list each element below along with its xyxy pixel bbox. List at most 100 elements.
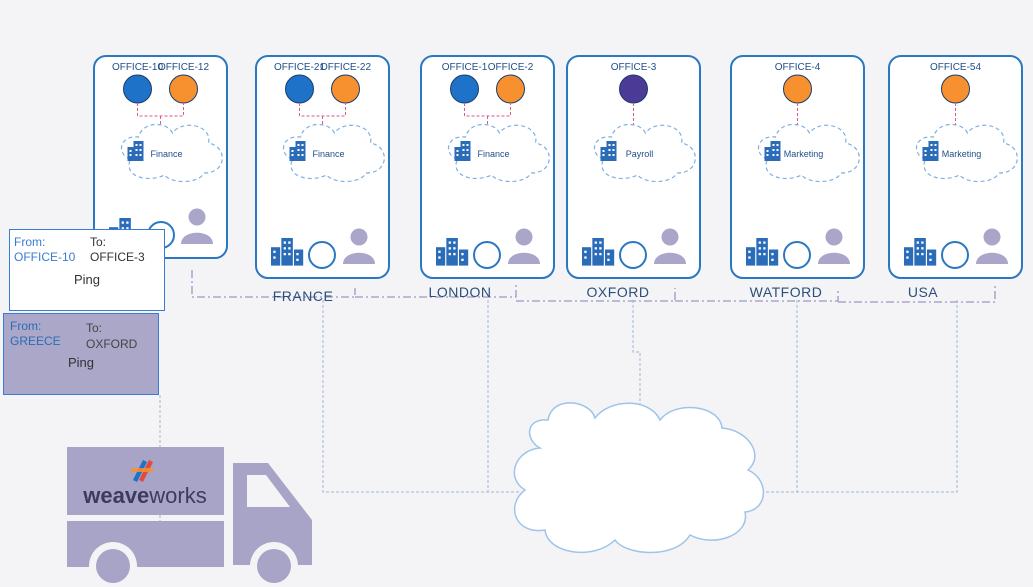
host-link-2 <box>322 300 520 493</box>
pod-name-label: OFFICE-2 <box>488 62 534 73</box>
service-cloud <box>758 123 860 183</box>
service-cloud <box>594 123 696 183</box>
outer-payload: Ping <box>68 355 95 370</box>
pod-name-label: OFFICE-54 <box>930 62 982 73</box>
pod-name-label: OFFICE-3 <box>611 62 657 73</box>
service-building-icon <box>922 141 939 161</box>
inner-packet-card: From: OFFICE-10 To: OFFICE-3 Ping <box>9 229 165 311</box>
host-link-5 <box>765 300 798 493</box>
host-link-4 <box>632 300 641 420</box>
pod-name-label: OFFICE-22 <box>320 62 372 73</box>
pod-blue-icon <box>285 74 314 104</box>
service-building-icon <box>127 141 144 161</box>
pod-blue-icon <box>123 74 152 104</box>
inner-to-label: To: <box>90 235 107 249</box>
host-box <box>255 55 390 279</box>
service-cloud <box>916 123 1018 183</box>
host-user-icon <box>976 228 1008 264</box>
truck-wheel-front <box>257 549 291 583</box>
outer-to-label: To: <box>86 321 103 335</box>
host-building-icon <box>904 238 937 266</box>
host-building-icon <box>271 238 304 266</box>
host-user-icon <box>818 228 850 264</box>
inner-to-value: OFFICE-3 <box>90 250 145 264</box>
pod-orange-icon <box>783 74 812 104</box>
weave-link-2-3 <box>355 285 517 298</box>
inner-payload: Ping <box>74 272 101 287</box>
weave-link-5-6 <box>838 285 996 303</box>
service-building-icon <box>764 141 781 161</box>
service-building-icon <box>600 141 617 161</box>
host-box <box>420 55 555 279</box>
outer-from-value: GREECE <box>10 334 61 348</box>
pod-connector <box>137 103 184 125</box>
host-user-icon <box>343 228 375 264</box>
pod-orange-icon <box>169 74 198 104</box>
host-location-label: OXFORD <box>587 284 650 300</box>
pod-blue-icon <box>450 74 479 104</box>
weave-link-4-5 <box>675 288 839 302</box>
service-label: Finance <box>312 149 344 159</box>
service-label: Marketing <box>784 149 824 159</box>
pod-orange-icon <box>941 74 970 104</box>
weave-router-icon <box>473 241 501 269</box>
pod-orange-icon <box>496 74 525 104</box>
weave-link-1-2 <box>191 270 356 298</box>
pod-orange-icon <box>331 74 360 104</box>
outer-to-value: OXFORD <box>86 337 138 351</box>
host-box <box>888 55 1023 279</box>
host-user-icon <box>508 228 540 264</box>
outer-from-label: From: <box>10 319 42 333</box>
service-label: Payroll <box>626 149 654 159</box>
pod-name-label: OFFICE-10 <box>112 62 164 73</box>
pod-name-label: OFFICE-4 <box>775 62 821 73</box>
pod-name-label: OFFICE-1 <box>442 62 488 73</box>
host-building-icon <box>746 238 779 266</box>
inner-from-label: From: <box>14 235 46 249</box>
weave-router-icon <box>783 241 811 269</box>
host-user-icon <box>654 228 686 264</box>
host-user-icon <box>181 208 213 244</box>
weaveworks-logo-icon <box>131 460 153 482</box>
host-location-label: WATFORD <box>750 284 823 300</box>
truck-cargo-top <box>67 447 224 515</box>
service-cloud <box>283 123 385 183</box>
internet-cloud <box>513 402 765 554</box>
weave-link-3-4 <box>516 288 676 302</box>
pod-name-label: OFFICE-12 <box>158 62 210 73</box>
pod-purple-icon <box>619 74 648 104</box>
host-building-icon <box>582 238 615 266</box>
service-building-icon <box>454 141 471 161</box>
service-cloud <box>121 123 223 183</box>
service-cloud <box>448 123 550 183</box>
inner-from-value: OFFICE-10 <box>14 250 76 264</box>
host-box <box>566 55 701 279</box>
weaveworks-wordmark: weaveworks <box>82 483 207 508</box>
host-link-6 <box>797 300 958 493</box>
host-building-icon <box>436 238 469 266</box>
host-box <box>730 55 865 279</box>
host-location-label: FRANCE <box>273 288 334 304</box>
pod-connector <box>299 103 346 125</box>
weave-router-icon <box>941 241 969 269</box>
pod-connector <box>464 103 511 125</box>
truck-window <box>247 475 290 507</box>
host-location-label: USA <box>908 284 938 300</box>
weave-router-icon <box>619 241 647 269</box>
host-location-label: LONDON <box>429 284 492 300</box>
service-label: Finance <box>477 149 509 159</box>
service-building-icon <box>289 141 306 161</box>
weave-router-icon <box>308 241 336 269</box>
weaveworks-truck-icon: weaveworks <box>67 447 312 587</box>
service-label: Marketing <box>942 149 982 159</box>
pod-name-label: OFFICE-21 <box>274 62 326 73</box>
service-label: Finance <box>150 149 182 159</box>
truck-wheel-back <box>96 549 130 583</box>
